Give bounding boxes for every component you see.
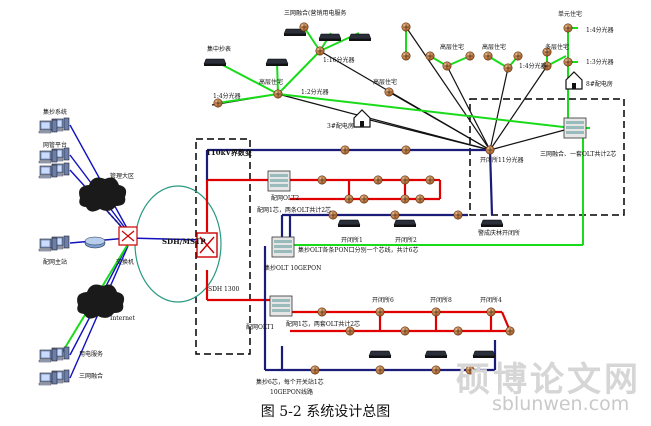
dist-master-pc-icon-2	[38, 237, 58, 252]
olt1-device	[269, 295, 293, 317]
sdh-switch-icon	[196, 232, 218, 258]
label-high-rise-3: 高层住宅	[440, 43, 464, 51]
core-switch-icon	[118, 226, 138, 246]
power-service-pc-icon-2	[38, 348, 58, 363]
label-meter-olt: 集抄OLT 10GEPON	[264, 264, 321, 272]
label-switch-station-2: 开闭所2	[395, 236, 417, 244]
label-olt2: 配网OLT2	[271, 195, 299, 202]
label-dist-room-3: 3#配电房	[327, 122, 354, 130]
onu-meter-box	[203, 58, 227, 67]
onu-switch-station-8	[424, 350, 448, 359]
label-switch: 交换机	[116, 258, 134, 266]
label-split-1-4-a: 1:4分光器	[213, 92, 241, 100]
onu-top-3	[348, 33, 372, 42]
figure-caption: 图 5-2 系统设计总图	[260, 404, 391, 420]
label-switch-station-6: 开闭所6	[372, 296, 394, 304]
label-meter-box: 集中抄表	[207, 45, 231, 53]
label-unit-house: 单元住宅	[558, 10, 582, 18]
switch-station-dashed-frame	[469, 98, 625, 216]
watermark-en: sblunwen.com	[492, 393, 630, 415]
label-multi-storey: 多层住宅	[545, 43, 569, 51]
net-platform-pc-icon-2	[38, 149, 58, 164]
label-power-service: 用电服务	[79, 350, 103, 358]
label-three-net-fusion-top: 三网融合(营销用电服务	[284, 9, 346, 17]
label-net-platform: 网管平台	[43, 141, 67, 149]
label-switch-station-1: 开闭所1	[341, 236, 363, 244]
label-switch-station-8: 开闭所8	[430, 296, 452, 304]
substation-dashed-frame	[195, 138, 251, 355]
onu-forest-station	[480, 219, 504, 228]
backbone-lines	[69, 124, 205, 379]
watermark-cn: 硕博论文网	[456, 360, 641, 400]
label-dist-room-8: 8#配电房	[586, 80, 613, 88]
onu-left	[265, 58, 289, 67]
olt2-device	[267, 170, 291, 192]
label-dist-master: 配网主站	[43, 258, 67, 266]
three-net-olt-device	[563, 117, 587, 139]
label-olt1: 配网OLT1	[246, 324, 274, 331]
label-split-1-4-c: 1:4分光器	[519, 62, 547, 70]
label-bottom-note-2: 10GEPON线路	[270, 388, 313, 396]
meter-olt-device	[271, 236, 295, 258]
label-split-1-16: 1:16分光器	[323, 56, 354, 64]
label-high-rise-1: 高层住宅	[259, 78, 283, 86]
label-olt-note: 集抄OLT各条PON口分别一个芯线，共计6芯	[298, 246, 418, 254]
label-high-rise-2: 高层住宅	[373, 78, 397, 86]
onu-switch-station-6	[368, 350, 392, 359]
onu-top-2	[318, 33, 342, 42]
label-olt2-note: 配网1芯，两条OLT共计2芯	[257, 206, 331, 214]
label-split-1-3: 1:3分光器	[586, 58, 614, 66]
pc-icon-2	[38, 164, 58, 179]
internet-cloud-icon	[77, 284, 125, 319]
navy-fiber-lines	[205, 148, 497, 372]
label-switch-station-4: 开闭所4	[480, 296, 502, 304]
label-split-1-2: 1:2分光器	[301, 88, 329, 96]
label-forest-station: 警成庆林开闭所	[478, 229, 520, 237]
mgmt-cloud-icon	[79, 177, 127, 212]
label-three-net-olt: 三网融合、一套OLT共计2芯	[540, 150, 616, 158]
three-net-pc-icon-2	[38, 371, 58, 386]
label-meter-sys: 集抄系统	[43, 108, 67, 116]
dist-room-8-house-icon	[565, 71, 583, 90]
label-substation-110kv: 110kV界数变	[206, 148, 252, 157]
label-internet: Internet	[110, 315, 135, 322]
onu-switch-station-2	[393, 219, 417, 228]
label-bottom-note: 集抄6芯，每个开关站1芯	[256, 378, 324, 386]
label-sdh-mstp: SDH/MSTP	[162, 237, 206, 246]
label-olt1-note: 配网1芯，两套OLT共计2芯	[286, 320, 360, 328]
meter-sys-pc-icon-2	[38, 119, 58, 134]
label-mgmt-zone: 管理大区	[110, 172, 134, 180]
red-fiber-lines	[205, 178, 512, 333]
label-high-rise-4: 高层住宅	[482, 43, 506, 51]
onu-switch-station-1	[337, 219, 361, 228]
label-sub-station-x: 开闭所11分光器	[480, 156, 524, 164]
dist-room-3-house-icon	[353, 109, 371, 128]
router-icon	[84, 236, 106, 249]
label-split-1-4-b: 1:4分光器	[586, 26, 614, 34]
label-three-net-fusion: 三网融合	[79, 372, 103, 380]
label-sdh-1300: SDH 1300	[208, 286, 240, 293]
